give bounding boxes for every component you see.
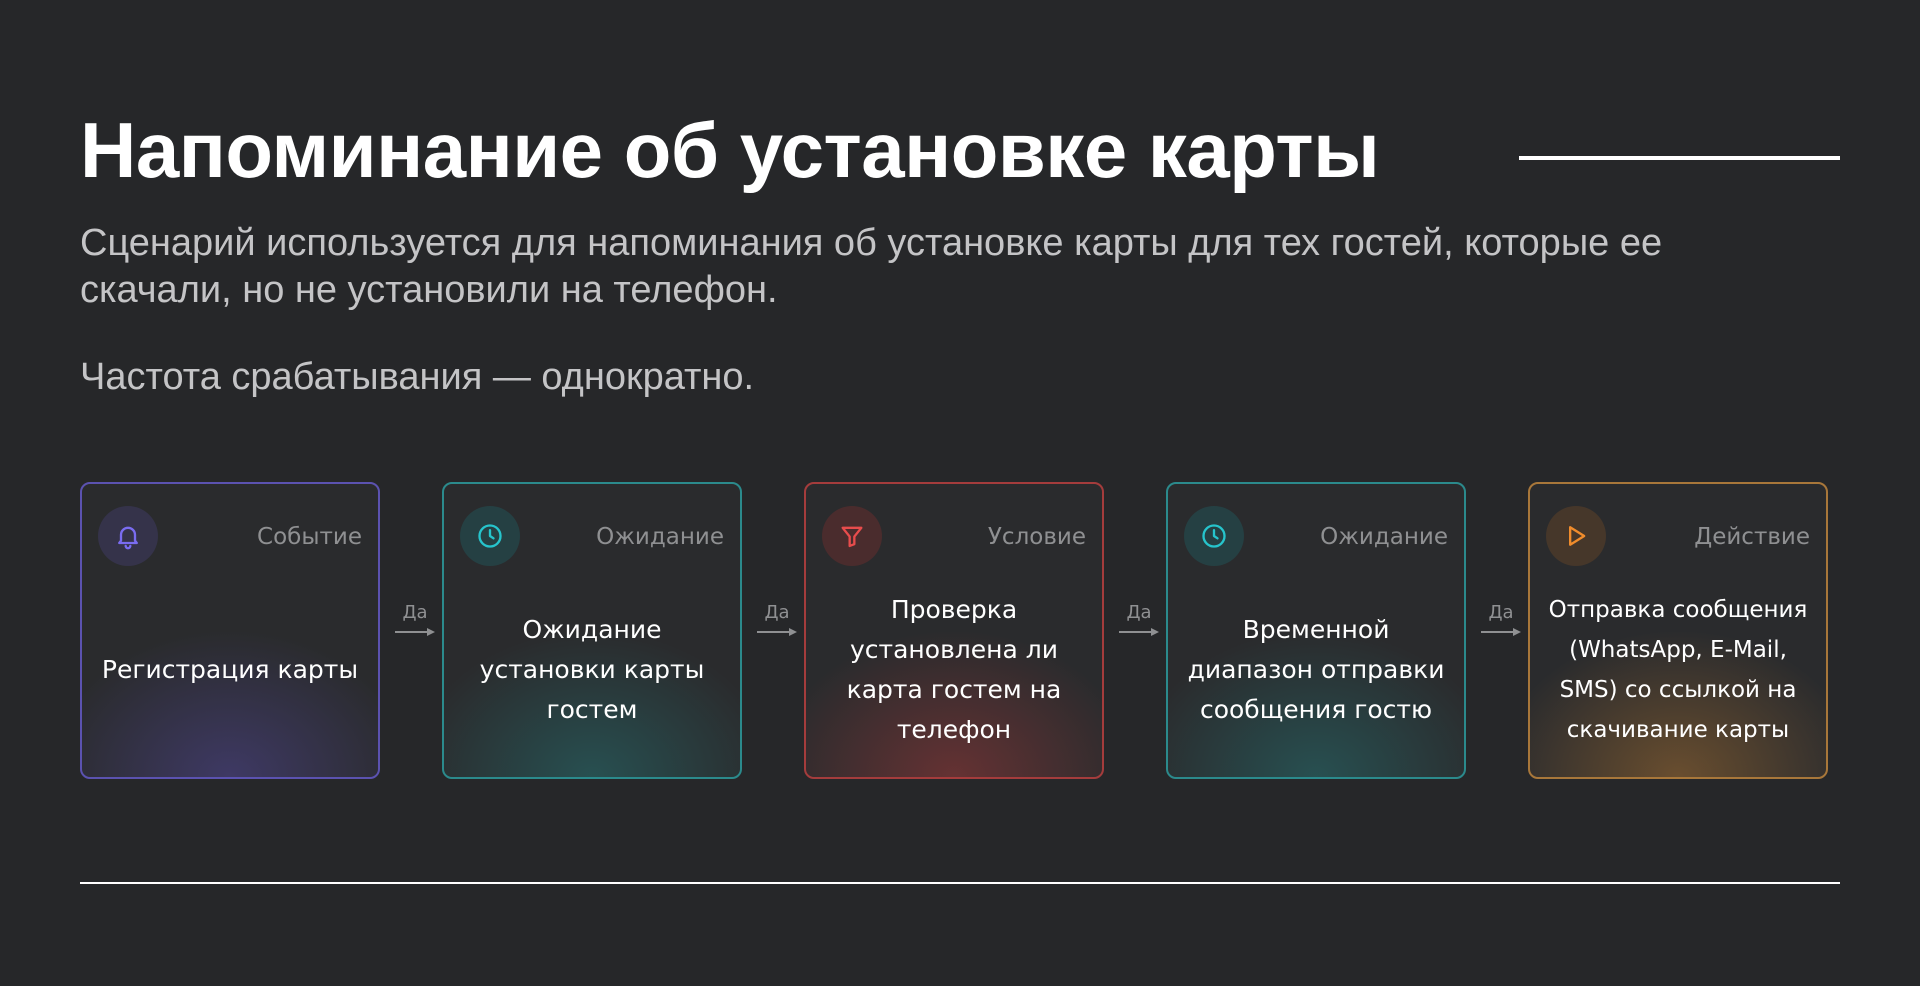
clock-icon (460, 506, 520, 566)
scenario-flow: Событие Регистрация карты Да Ожидание Ож… (80, 482, 1830, 779)
connector-yes: Да (1110, 602, 1168, 642)
filter-icon (822, 506, 882, 566)
arrow-right-icon (757, 628, 797, 636)
connector-label: Да (764, 602, 790, 623)
connector-yes: Да (386, 602, 444, 642)
bottom-divider (80, 882, 1840, 884)
connector-label: Да (1126, 602, 1152, 623)
step-card-action[interactable]: Действие Отправка сообщения (WhatsApp, E… (1528, 482, 1828, 779)
connector-yes: Да (1472, 602, 1530, 642)
step-text: Проверка установлена ли карта гостем на … (846, 594, 1062, 744)
step-text: Регистрация карты (101, 654, 359, 684)
bell-icon (98, 506, 158, 566)
arrow-right-icon (395, 628, 435, 636)
connector-label: Да (1488, 602, 1514, 623)
step-type-label: Действие (1694, 524, 1810, 550)
trigger-frequency: Частота срабатывания — однократно. (80, 356, 755, 398)
step-card-wait[interactable]: Ожидание Временной диапазон отправки соо… (1166, 482, 1466, 779)
step-type-label: Ожидание (596, 524, 724, 550)
connector-yes: Да (748, 602, 806, 642)
step-text: Ожидание установки карты гостем (479, 614, 705, 724)
scenario-description: Сценарий используется для напоминания об… (80, 222, 1663, 311)
step-type-label: Условие (987, 524, 1086, 550)
step-text: Временной диапазон отправки сообщения го… (1187, 614, 1445, 724)
step-card-event[interactable]: Событие Регистрация карты (80, 482, 380, 779)
step-card-condition[interactable]: Условие Проверка установлена ли карта го… (804, 482, 1104, 779)
page-title: Напоминание об установке карты (80, 106, 1380, 194)
arrow-right-icon (1119, 628, 1159, 636)
play-icon (1546, 506, 1606, 566)
connector-label: Да (402, 602, 428, 623)
step-card-wait[interactable]: Ожидание Ожидание установки карты гостем (442, 482, 742, 779)
title-divider (1519, 156, 1840, 160)
step-type-label: Событие (257, 524, 362, 550)
clock-icon (1184, 506, 1244, 566)
arrow-right-icon (1481, 628, 1521, 636)
step-text: Отправка сообщения (WhatsApp, E-Mail, SM… (1548, 596, 1808, 743)
step-type-label: Ожидание (1320, 524, 1448, 550)
